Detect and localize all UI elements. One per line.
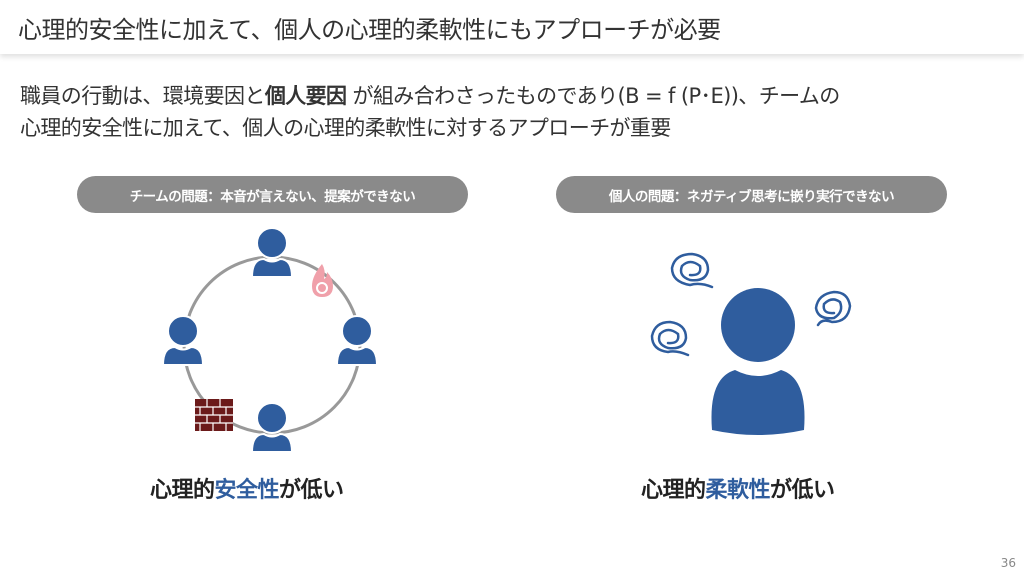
body-line2: 心理的安全性に加えて、個人の心理的柔軟性に対するアプローチが重要 xyxy=(20,116,671,140)
scribble-icon xyxy=(814,290,852,327)
body-line1-b: が組み合わさったものであり(B = f (P･E))、チームの xyxy=(346,84,840,108)
scribble-icon xyxy=(650,320,690,357)
large-person-icon xyxy=(711,288,805,435)
fire-icon xyxy=(312,264,333,297)
brick-wall-icon xyxy=(195,399,233,431)
caption-text: 心理的 xyxy=(641,478,706,503)
person-icon-left xyxy=(162,315,204,366)
body-text: 職員の行動は、環境要因と個人要因 が組み合わさったものであり(B = f (P･… xyxy=(20,80,840,144)
caption-text: 心理的 xyxy=(150,478,215,503)
caption-text: が低い xyxy=(279,478,344,503)
person-icon-right xyxy=(336,315,378,366)
individual-problem-pill: 個人の問題：ネガティブ思考に嵌り実行できない xyxy=(556,176,947,213)
page-number: 36 xyxy=(1000,556,1016,570)
person-icon-top xyxy=(251,227,293,278)
title-bar: 心理的安全性に加えて、個人の心理的柔軟性にもアプローチが必要 xyxy=(0,0,1024,54)
person-icon-bottom xyxy=(251,402,293,453)
caption-highlight: 安全性 xyxy=(214,478,280,503)
body-line1-bold: 個人要因 xyxy=(264,84,347,108)
right-caption: 心理的柔軟性が低い xyxy=(641,472,835,504)
caption-text: が低い xyxy=(770,478,835,503)
left-caption: 心理的安全性が低い xyxy=(150,472,344,504)
caption-highlight: 柔軟性 xyxy=(705,478,771,503)
body-line1-a: 職員の行動は、環境要因と xyxy=(20,84,265,108)
scribble-icon xyxy=(670,252,714,289)
team-problem-pill: チームの問題：本音が言えない、提案ができない xyxy=(77,176,468,213)
slide-title: 心理的安全性に加えて、個人の心理的柔軟性にもアプローチが必要 xyxy=(18,16,721,44)
